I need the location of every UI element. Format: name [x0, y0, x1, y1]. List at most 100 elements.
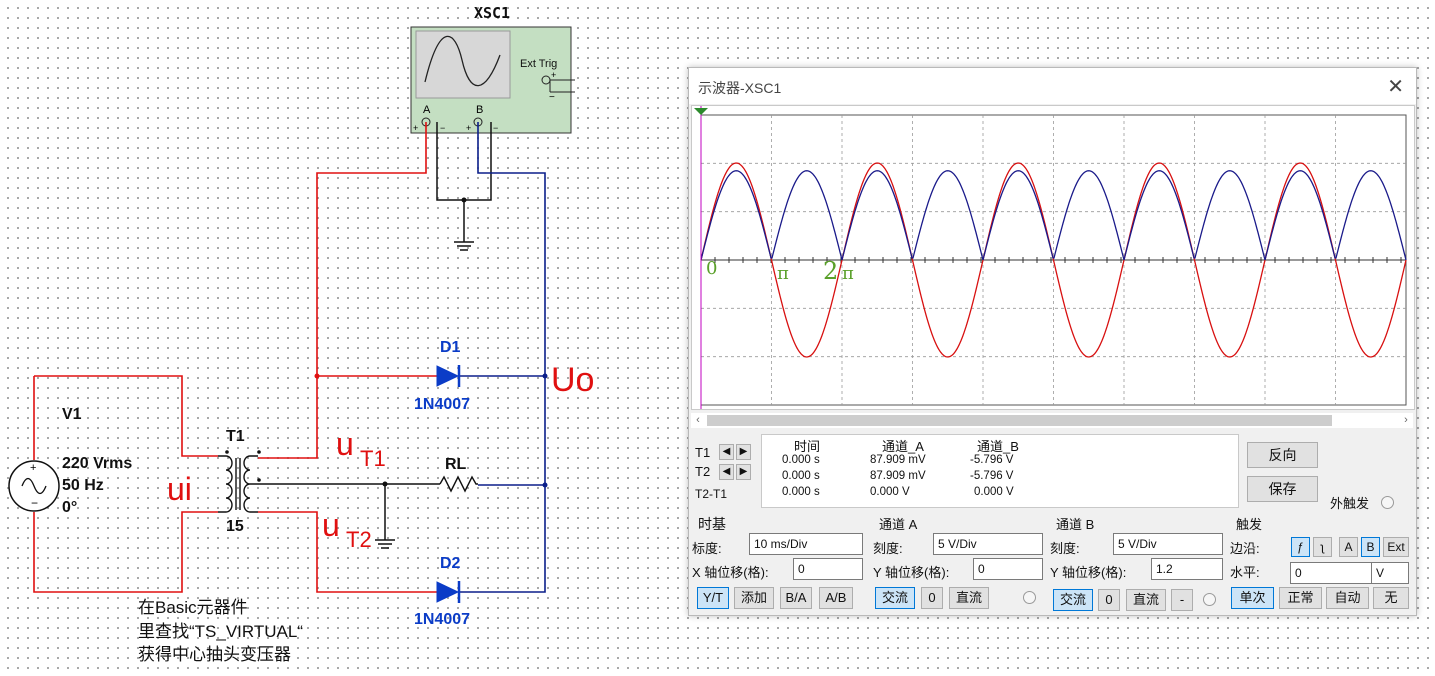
scope-ref-label: XSC1: [474, 4, 510, 22]
window-title: 示波器-XSC1: [698, 80, 782, 96]
timebase-scale-label: 标度:: [692, 541, 722, 556]
t1-label: T1: [695, 445, 711, 460]
red-wires: [33, 122, 437, 593]
channel-a-zero-button[interactable]: 0: [921, 587, 943, 609]
trigger-source-a-button[interactable]: A: [1339, 537, 1358, 557]
channel-a-ypos-field[interactable]: 0: [973, 558, 1043, 580]
scope-ground-wiring: [436, 122, 492, 251]
label-ut2-sub: T2: [346, 527, 372, 552]
svg-text:−: −: [493, 123, 498, 133]
scope-screen[interactable]: 0 π 2 π: [691, 105, 1415, 410]
timebase-scale-field[interactable]: 10 ms/Div: [749, 533, 863, 555]
channel-a-dc-button[interactable]: 直流: [949, 587, 989, 609]
transformer-ref: T1: [226, 428, 245, 445]
note-line-3: 获得中心抽头变压器: [138, 645, 291, 664]
ext-trigger-radio[interactable]: [1381, 496, 1394, 509]
channel-b-radio[interactable]: [1203, 593, 1216, 606]
t2-label: T2: [695, 464, 711, 479]
t2-time: 0.000 s: [782, 470, 820, 482]
rising-edge-icon[interactable]: ƒ: [1291, 537, 1310, 557]
t1-left-arrow-icon[interactable]: ◀: [719, 444, 734, 460]
scope-channel-a-label: A: [423, 104, 431, 116]
diode2-model: 1N4007: [414, 611, 470, 628]
note-line-2: 里查找“TS_VIRTUAL“: [138, 622, 303, 641]
channel-b-zero-button[interactable]: 0: [1098, 589, 1120, 611]
add-mode-button[interactable]: 添加: [734, 587, 774, 609]
close-icon[interactable]: ✕: [1387, 76, 1404, 98]
waveform-display: 0 π 2 π: [692, 106, 1414, 409]
timebase-title: 时基: [698, 516, 726, 532]
diode-d1[interactable]: [436, 365, 461, 387]
channel-a-radio[interactable]: [1023, 591, 1036, 604]
trace-channel-a: [700, 162, 1407, 358]
diode1-ref: D1: [440, 339, 461, 356]
auto-mode-button[interactable]: 自动: [1326, 587, 1369, 609]
trigger-level-label: 水平:: [1230, 565, 1260, 580]
note-line-1: 在Basic元器件: [138, 598, 248, 617]
resistor-rl[interactable]: [439, 475, 478, 493]
header-time: 时间: [794, 439, 821, 454]
ext-trigger-label: 外触发: [1330, 496, 1370, 511]
source-frequency: 50 Hz: [62, 477, 104, 494]
t1-channel-a: 87.909 mV: [870, 454, 926, 466]
diode-d2[interactable]: [436, 581, 461, 603]
ac-source[interactable]: + −: [8, 460, 60, 512]
t2-channel-b: -5.796 V: [970, 470, 1014, 482]
single-mode-button[interactable]: 单次: [1231, 587, 1274, 609]
ba-mode-button[interactable]: B/A: [780, 587, 812, 609]
label-ui: ui: [167, 471, 192, 507]
channel-b-scale-field[interactable]: 5 V/Div: [1113, 533, 1223, 555]
timebase-xpos-field[interactable]: 0: [793, 558, 863, 580]
t2-left-arrow-icon[interactable]: ◀: [719, 464, 734, 480]
channel-b-dc-button[interactable]: 直流: [1126, 589, 1166, 611]
trigger-level-field[interactable]: 0: [1290, 562, 1372, 584]
channel-b-ypos-field[interactable]: 1.2: [1151, 558, 1223, 580]
channel-b-ac-button[interactable]: 交流: [1053, 589, 1093, 611]
save-button[interactable]: 保存: [1247, 476, 1318, 502]
svg-text:−: −: [549, 92, 555, 103]
trigger-source-b-button[interactable]: B: [1361, 537, 1380, 557]
t2t1-channel-b: 0.000 V: [974, 486, 1014, 498]
none-mode-button[interactable]: 无: [1373, 587, 1409, 609]
label-zero: 0: [706, 258, 717, 279]
source-voltage: 220 Vrms: [62, 455, 132, 472]
scroll-thumb[interactable]: [707, 415, 1332, 426]
trigger-level-unit[interactable]: V: [1371, 562, 1409, 584]
channel-b-scale-label: 刻度:: [1050, 541, 1080, 556]
resistor-ref: RL: [445, 456, 467, 473]
t2t1-channel-a: 0.000 V: [870, 486, 910, 498]
channel-a-title: 通道 A: [879, 517, 918, 532]
yt-mode-button[interactable]: Y/T: [697, 587, 729, 609]
channel-a-ac-button[interactable]: 交流: [875, 587, 915, 609]
reverse-button[interactable]: 反向: [1247, 442, 1318, 468]
horizontal-scrollbar[interactable]: ‹ ›: [691, 413, 1413, 428]
timebase-xpos-label: X 轴位移(格):: [692, 565, 769, 580]
t1-channel-b: -5.796 V: [970, 454, 1014, 466]
label-ut1-main: u: [336, 426, 354, 462]
scroll-right-icon[interactable]: ›: [1404, 414, 1408, 426]
header-channel-b: 通道_B: [977, 439, 1019, 454]
t2-t1-label: T2-T1: [695, 487, 728, 501]
ab-mode-button[interactable]: A/B: [819, 587, 853, 609]
channel-a-ypos-label: Y 轴位移(格):: [873, 565, 950, 580]
oscilloscope-symbol[interactable]: XSC1 Ext Trig + − A B +− +−: [410, 4, 575, 134]
readout-table: 时间 通道_A 通道_B 0.000 s 87.909 mV -5.796 V …: [761, 434, 1239, 508]
channel-b-minus-button[interactable]: -: [1171, 589, 1193, 611]
ext-trig-label: Ext Trig: [520, 58, 557, 70]
t2-right-arrow-icon[interactable]: ▶: [736, 464, 751, 480]
svg-text:−: −: [440, 123, 445, 133]
center-tap-transformer[interactable]: [218, 455, 385, 513]
normal-mode-button[interactable]: 正常: [1279, 587, 1322, 609]
scroll-left-icon[interactable]: ‹: [696, 414, 700, 426]
label-two: 2: [823, 257, 838, 285]
trigger-source-ext-button[interactable]: Ext: [1383, 537, 1409, 557]
svg-text:+: +: [551, 70, 556, 80]
diode2-ref: D2: [440, 555, 461, 572]
scope-channel-b-label: B: [476, 104, 483, 116]
title-bar[interactable]: 示波器-XSC1 ✕: [689, 68, 1416, 104]
center-tap-ground: [375, 483, 440, 549]
falling-edge-icon[interactable]: ʅ: [1313, 537, 1332, 557]
t1-right-arrow-icon[interactable]: ▶: [736, 444, 751, 460]
channel-a-scale-field[interactable]: 5 V/Div: [933, 533, 1043, 555]
